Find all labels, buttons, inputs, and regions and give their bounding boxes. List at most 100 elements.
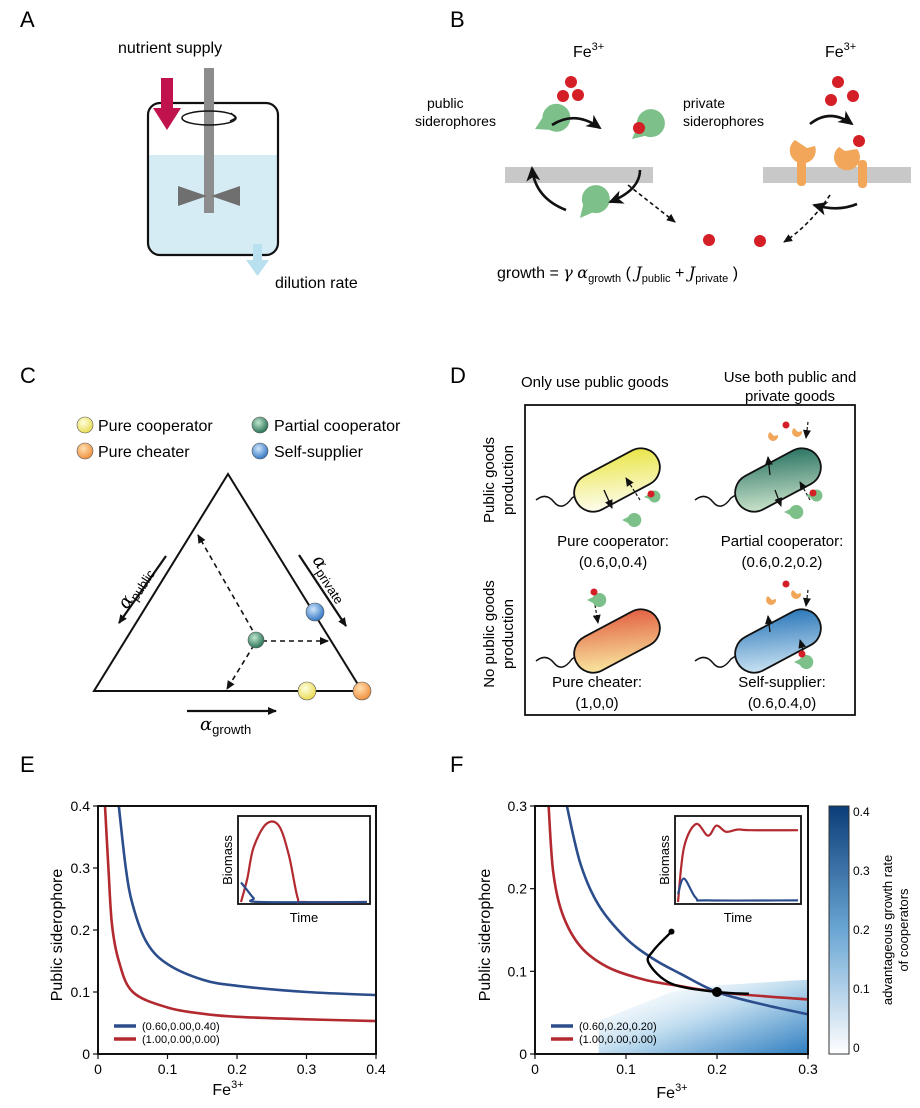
chart-e-y-tick-label: 0.1: [71, 984, 91, 1000]
secretion-arrow: [764, 456, 773, 476]
dashed-arrow-public: [197, 534, 258, 639]
cell-name: Pure cheater:: [552, 674, 642, 691]
panel-f-letter: F: [450, 752, 463, 777]
legend-label: Self-supplier: [274, 444, 364, 461]
pure-cheater-point: [352, 681, 372, 701]
legend: Pure cooperator Partial cooperator Pure …: [76, 416, 401, 461]
row-header-no-production-line2: production: [500, 599, 517, 669]
uptake-arrow-public: [627, 184, 676, 223]
private-siderophore: [792, 428, 803, 437]
private-siderophore-bound: [833, 135, 867, 188]
legend-swatch-partial-cooperator: [251, 416, 269, 434]
panel-b-letter: B: [450, 7, 465, 32]
chart-f-xlabel: Fe3+: [656, 1082, 687, 1102]
chart-e-x-tick-label: 0: [94, 1061, 102, 1077]
bacterium-body: [573, 447, 661, 513]
chart-e-inset-series-1: [240, 881, 368, 904]
secretion-arrow: [774, 489, 782, 507]
uptake-arrow: [799, 481, 811, 501]
panel-d-letter: D: [450, 363, 466, 388]
chart-f-trajectory-start: [668, 928, 675, 935]
membrane-right: [763, 167, 911, 183]
chart-f-ylabel: Public siderophore: [477, 869, 494, 1002]
panel-e-letter: E: [20, 752, 35, 777]
colorbar-tick: 0.3: [853, 864, 870, 878]
public-siderophore: [580, 185, 610, 219]
colorbar-label-line2: of cooperators: [896, 888, 911, 972]
iron-ion: [782, 421, 790, 429]
siderophore-diagram: [505, 76, 911, 247]
triangle: [92, 472, 364, 692]
public-siderophore: [587, 593, 607, 608]
outflow-arrow-head: [246, 260, 269, 276]
chart-e-y-tick-label: 0.3: [71, 860, 91, 876]
iron-ion: [798, 650, 806, 658]
chart-f-x-tick-label: 0.1: [616, 1061, 636, 1077]
chart-f-inset-xlabel: Time: [724, 910, 752, 925]
supply-arrow-head: [153, 108, 181, 130]
chart-e-inset-ylabel: Biomass: [220, 835, 235, 885]
cell-tuple: (0.6,0.4,0): [748, 695, 816, 712]
bacterium-body: [573, 608, 661, 674]
legend-label: Pure cheater: [98, 444, 190, 461]
chart-e-ylabel: Public siderophore: [49, 869, 66, 1002]
iron-ion: [754, 235, 766, 247]
flagellum: [694, 491, 742, 507]
impeller-blade-right: [211, 186, 240, 206]
dashed-arrow-growth: [226, 644, 255, 690]
colorbar-tick: 0.2: [853, 923, 870, 937]
iron-ion: [847, 90, 859, 102]
secretion-arrow: [603, 489, 613, 509]
chart-e-legend-label: (0.60,0.00,0.40): [142, 1021, 220, 1033]
row-header-production-line1: Public goods: [481, 437, 498, 523]
cell-tuple: (1,0,0): [575, 695, 618, 712]
iron-ion: [809, 489, 817, 497]
dilution-rate-label: dilution rate: [275, 275, 358, 292]
iron-ion: [557, 90, 569, 102]
chart-f-y-tick-label: 0.3: [508, 798, 528, 814]
alpha-public-label: αpublic: [114, 562, 159, 614]
chart-f-inset-ylabel: Biomass: [657, 835, 672, 885]
chart-f-series-line-0: [565, 806, 808, 1016]
alpha-private-arrow: [298, 554, 347, 627]
chart-f-y-tick-label: 0.2: [508, 881, 528, 897]
alpha-public-arrow: [118, 555, 167, 624]
rotation-arrowhead: [229, 112, 237, 122]
panel-d-frame: [524, 404, 856, 716]
chart-e-y-tick-label: 0.2: [71, 922, 91, 938]
legend-label: Partial cooperator: [274, 418, 401, 435]
release-arrow: [608, 169, 642, 204]
bacterium-body: [734, 608, 822, 674]
uptake-arrow: [625, 477, 641, 501]
chart-e-inset-frame: [237, 815, 371, 905]
legend-swatch-pure-cooperator: [76, 416, 94, 434]
binding-arrow: [551, 114, 602, 130]
private-siderophore: [766, 596, 777, 605]
column-header-both-line2: private goods: [745, 388, 835, 405]
private-siderophore: [791, 590, 802, 599]
panel-a-letter: A: [20, 7, 35, 32]
chart-e-y-tick-label: 0.4: [71, 798, 91, 814]
private-binding-arrow: [809, 110, 854, 126]
cell-self-supplier: [694, 580, 822, 674]
growth-equation: growth = γ αgrowth ( Jpublic + Jprivate …: [497, 263, 738, 285]
private-label-line2: siderophores: [683, 113, 764, 129]
cell-tuple: (0.6,0.2,0.2): [742, 554, 823, 571]
public-label-line1: public: [427, 95, 464, 111]
private-siderophore: [789, 140, 816, 186]
colorbar-tick: 0.4: [853, 805, 870, 819]
chart-f-advantage-region: [598, 979, 808, 1054]
public-siderophore: [794, 655, 814, 669]
chart-f-y-tick-label: 0.1: [508, 963, 528, 979]
column-header-both-line1: Use both public and: [724, 369, 857, 386]
colorbar-tick: 0: [853, 1041, 860, 1055]
chart-f-x-tick-label: 0.2: [707, 1061, 727, 1077]
cell-name: Self-supplier:: [738, 674, 826, 691]
uptake-arrow: [798, 639, 807, 661]
iron-ion: [633, 122, 645, 134]
flagellum: [694, 652, 742, 668]
chart-f-inset-series-0: [676, 822, 799, 903]
chart-f-y-tick-label: 0: [519, 1046, 527, 1062]
simplex-triangle: [92, 472, 372, 715]
